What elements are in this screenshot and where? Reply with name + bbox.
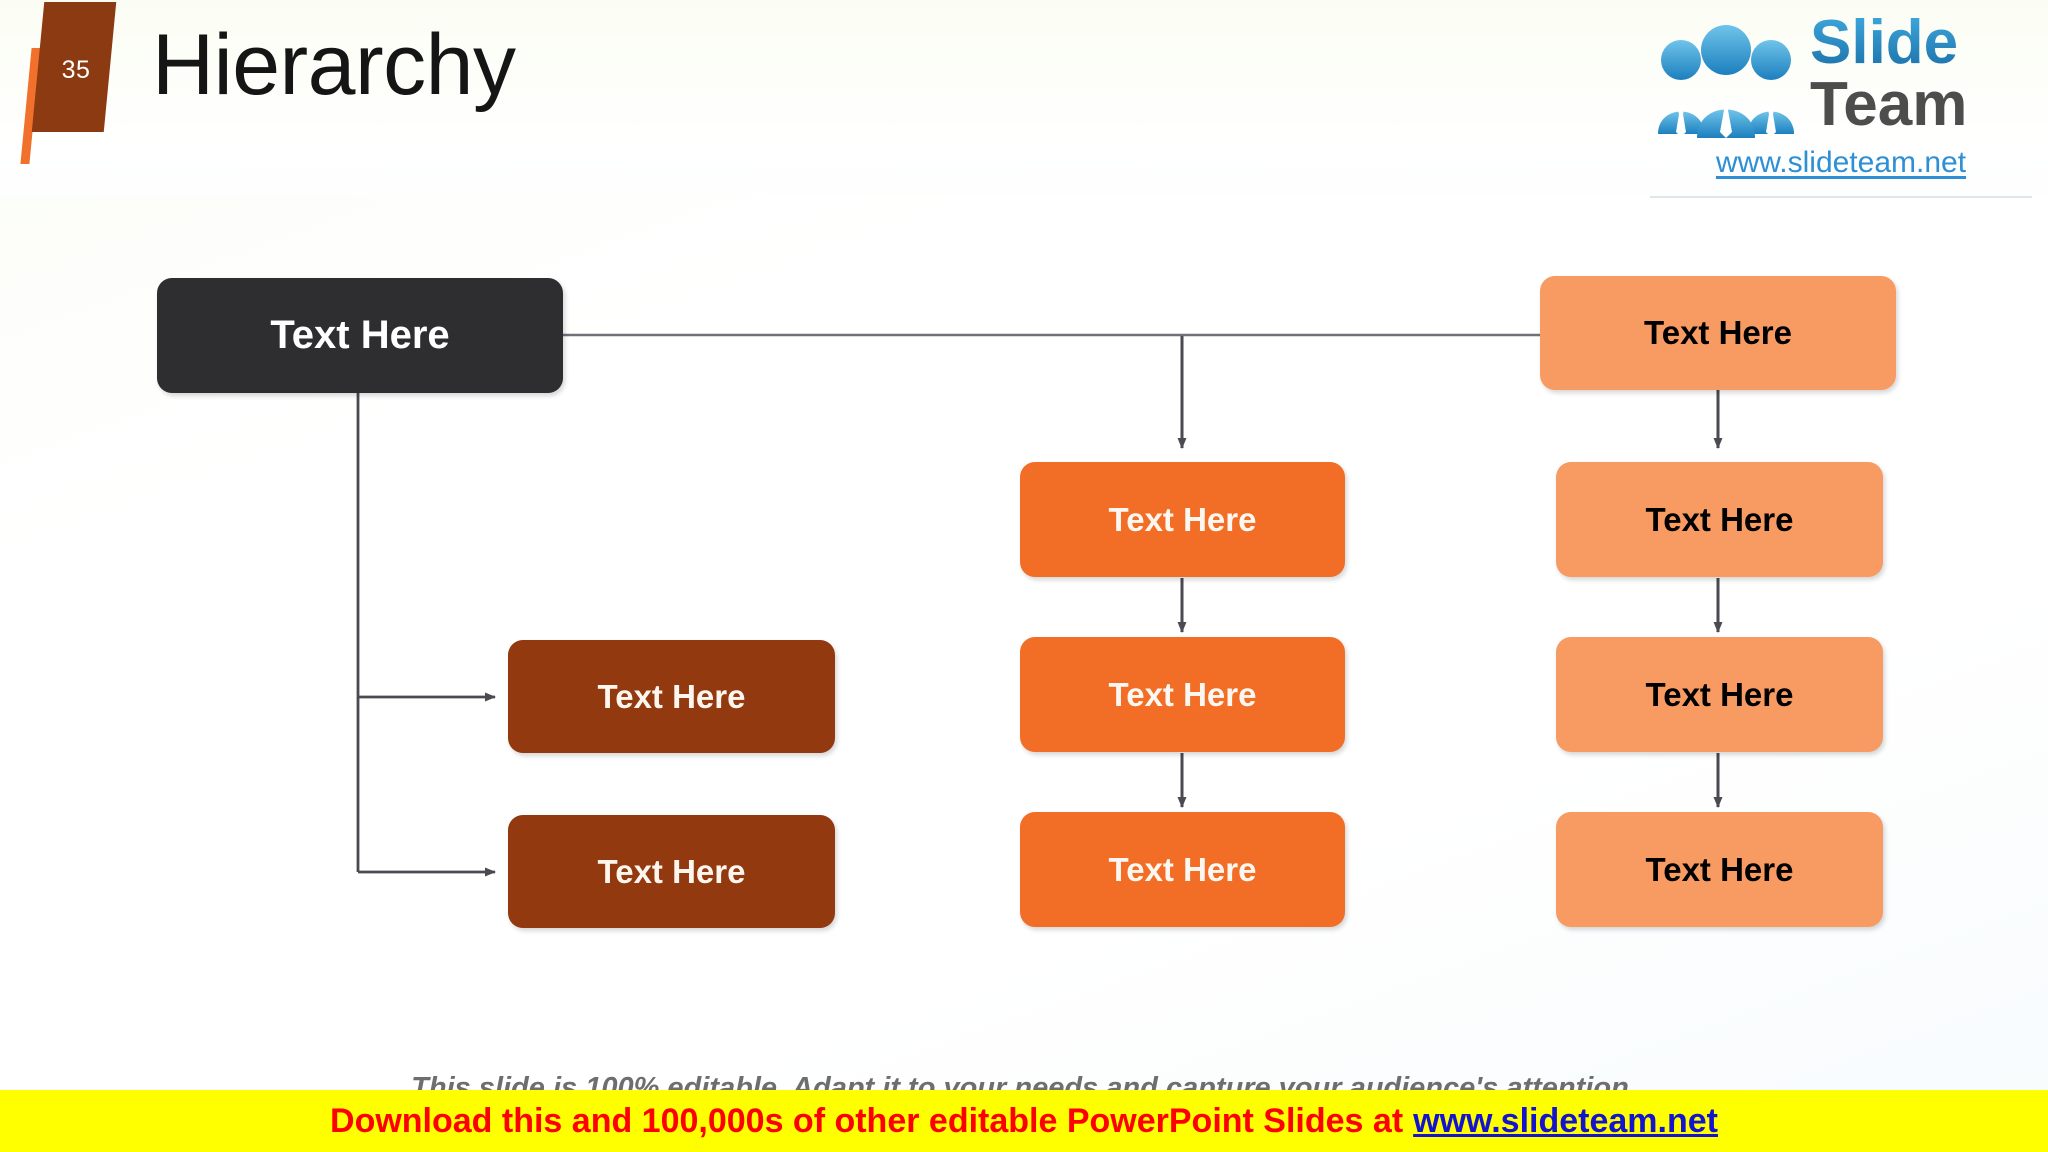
slideteam-logo[interactable]: Slide Team www.slideteam.net: [1650, 6, 2032, 198]
node-middle-2[interactable]: Text Here: [1020, 637, 1345, 752]
download-banner[interactable]: Download this and 100,000s of other edit…: [0, 1090, 2048, 1152]
node-right-1[interactable]: Text Here: [1540, 276, 1896, 390]
download-banner-text: Download this and 100,000s of other edit…: [330, 1101, 1404, 1140]
node-right-3[interactable]: Text Here: [1556, 637, 1883, 752]
page-title: Hierarchy: [152, 17, 516, 113]
node-left-1[interactable]: Text Here: [508, 640, 835, 753]
logo-url[interactable]: www.slideteam.net: [1715, 146, 1967, 179]
node-right-4[interactable]: Text Here: [1556, 812, 1883, 927]
logo-underline-rule: [1650, 196, 2032, 198]
node-right-2[interactable]: Text Here: [1556, 462, 1883, 577]
slide-number-label: 35: [61, 56, 91, 84]
node-left-2[interactable]: Text Here: [508, 815, 835, 928]
three-people-icon: [1658, 25, 1794, 138]
logo-word-team: Team: [1810, 70, 1968, 139]
download-banner-link[interactable]: www.slideteam.net: [1413, 1101, 1718, 1140]
node-root[interactable]: Text Here: [157, 278, 563, 393]
header-band: [0, 0, 2048, 196]
node-middle-3[interactable]: Text Here: [1020, 812, 1345, 927]
logo-word-slide: Slide: [1810, 8, 1959, 77]
node-middle-1[interactable]: Text Here: [1020, 462, 1345, 577]
